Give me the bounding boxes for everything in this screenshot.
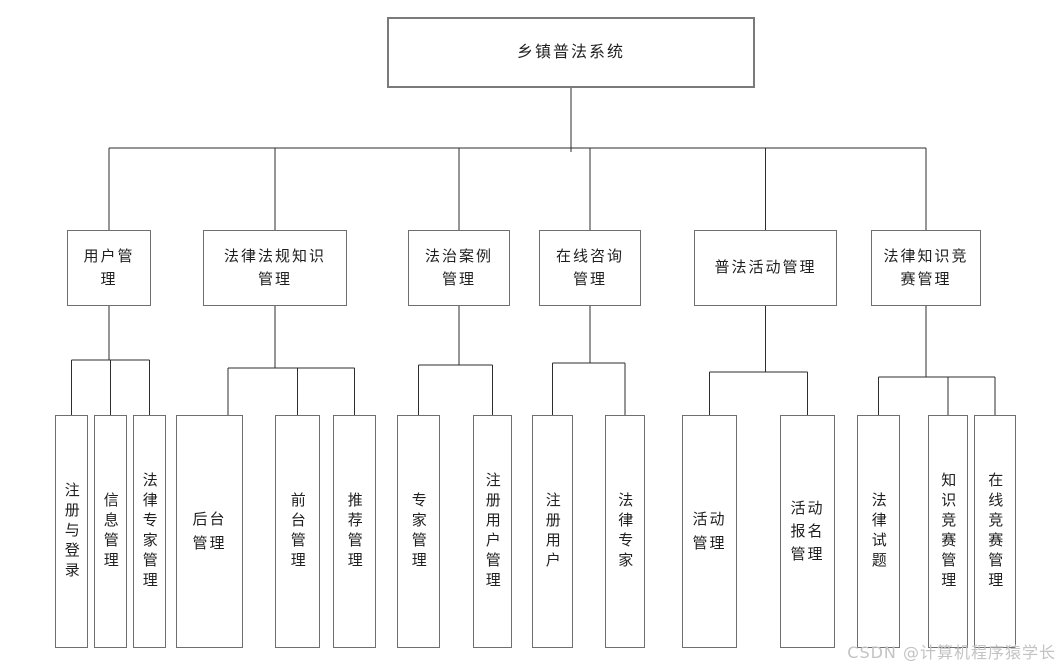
node-root-system: 乡镇普法系统 [387,17,755,88]
leaf-recommend-management: 推荐管理 [333,415,376,648]
node-label: 后台管理 [192,510,227,552]
leaf-knowledge-quiz-management: 知识竞赛管理 [928,415,968,648]
node-label: 法律专家管理 [140,471,159,592]
leaf-registered-user-management: 注册用户管理 [473,415,512,648]
leaf-activity-management: 活动管理 [682,415,737,648]
node-label: 推荐管理 [345,491,364,572]
leaf-online-quiz-management: 在线竞赛管理 [974,415,1016,648]
node-label: 法律专家 [616,491,635,572]
node-legal-activity-management: 普法活动管理 [694,230,837,306]
node-legal-knowledge-management: 法律法规知识管理 [203,230,347,306]
leaf-frontend-management: 前台管理 [275,415,320,648]
leaf-backend-management: 后台管理 [176,415,243,648]
leaf-activity-signup-management: 活动报名管理 [780,415,835,648]
node-user-management: 用户管理 [67,230,151,306]
node-label: 注册与登录 [62,481,81,582]
node-label: 活动报名管理 [790,498,825,564]
leaf-legal-questions: 法律试题 [857,415,900,648]
node-label: 信息管理 [101,491,120,572]
leaf-registered-user: 注册用户 [532,415,573,648]
node-legal-quiz-management: 法律知识竞赛管理 [871,230,981,306]
leaf-info-management: 信息管理 [94,415,127,648]
node-label: 在线咨询管理 [555,246,624,288]
node-online-consult-management: 在线咨询管理 [539,230,641,306]
node-label: 注册用户 [543,491,562,572]
node-label: 法律试题 [869,491,888,572]
node-label: 乡镇普法系统 [516,42,625,62]
node-label: 法律知识竞赛管理 [883,246,969,288]
node-label: 知识竞赛管理 [939,471,958,592]
node-label: 专家管理 [409,491,428,572]
node-label: 普法活动管理 [714,258,817,277]
leaf-legal-expert: 法律专家 [605,415,645,648]
node-label: 法律法规知识管理 [223,246,326,288]
node-label: 在线竞赛管理 [986,471,1005,592]
leaf-expert-management: 专家管理 [397,415,440,648]
node-label: 法治案例管理 [424,246,493,288]
node-label: 活动管理 [692,510,727,552]
node-legal-case-management: 法治案例管理 [408,230,510,306]
leaf-register-login: 注册与登录 [55,415,88,648]
csdn-watermark: CSDN @计算机程序猿学长 [847,643,1056,662]
node-label: 用户管理 [83,246,135,288]
node-label: 前台管理 [288,491,307,572]
node-label: 注册用户管理 [483,471,502,592]
leaf-legal-expert-management: 法律专家管理 [133,415,166,648]
